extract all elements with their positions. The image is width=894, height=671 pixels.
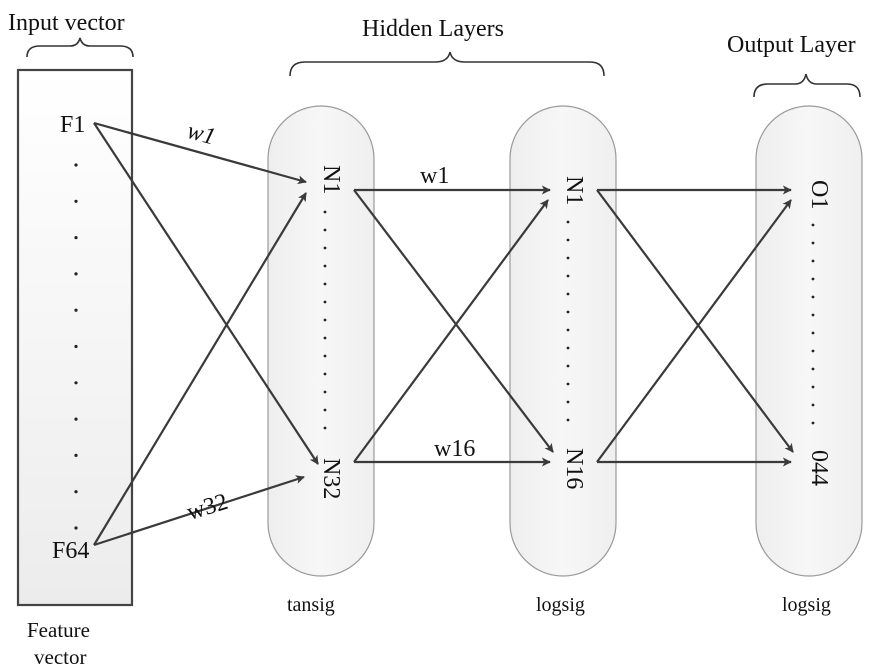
layer1-ellipsis [323, 210, 327, 430]
output-layer [755, 105, 863, 577]
ellipsis-dot [323, 390, 327, 394]
output-ellipsis [811, 223, 815, 425]
ellipsis-dot [566, 220, 570, 224]
ellipsis-dot [323, 408, 327, 412]
ellipsis-dot [323, 426, 327, 430]
layer1-last-neuron: N32 [318, 458, 344, 499]
weight-input-bottom: w32 [184, 489, 231, 526]
ellipsis-dot [323, 264, 327, 268]
arrow-f1-to-n32 [93, 122, 319, 465]
ellipsis-dot [74, 490, 78, 494]
activation-layer1: tansig [287, 594, 335, 616]
ellipsis-dot [323, 336, 327, 340]
activation-output: logsig [782, 594, 831, 616]
ellipsis-dot [74, 272, 78, 276]
ellipsis-dot [811, 349, 815, 353]
activation-layer2: logsig [536, 594, 585, 616]
ellipsis-dot [566, 328, 570, 332]
input-brace [26, 37, 134, 58]
ellipsis-dot [811, 313, 815, 317]
arrow-f64-to-n32 [93, 475, 305, 547]
input-first-label: F1 [60, 112, 85, 138]
ellipsis-dot [323, 354, 327, 358]
ellipsis-dot [74, 199, 78, 203]
output-layer-header: Output Layer [727, 32, 856, 58]
ellipsis-dot [323, 210, 327, 214]
input-ellipsis [74, 163, 78, 530]
ellipsis-dot [323, 228, 327, 232]
ellipsis-dot [811, 259, 815, 263]
weight-input-top: w1 [184, 118, 218, 150]
ellipsis-dot [811, 331, 815, 335]
ellipsis-dot [811, 403, 815, 407]
hidden-layer-1 [267, 105, 375, 577]
arrow-l2n1-to-o44 [596, 189, 794, 453]
output-first-neuron: O1 [806, 180, 832, 209]
ellipsis-dot [566, 274, 570, 278]
output-brace [753, 73, 861, 98]
input-caption-line1: Feature [27, 618, 90, 642]
weight-hidden-bottom: w16 [434, 436, 475, 462]
arrow-l2n16-to-o1 [596, 199, 792, 463]
input-caption-line2: vector [34, 645, 86, 669]
ellipsis-dot [566, 310, 570, 314]
ellipsis-dot [566, 364, 570, 368]
layer2-last-neuron: N16 [561, 448, 587, 489]
ellipsis-dot [811, 277, 815, 281]
ellipsis-dot [811, 421, 815, 425]
ellipsis-dot [74, 236, 78, 240]
ellipsis-dot [566, 382, 570, 386]
input-last-label: F64 [52, 538, 89, 564]
ellipsis-dot [323, 300, 327, 304]
arrow-f64-to-n1 [93, 192, 307, 546]
ellipsis-dot [74, 308, 78, 312]
ellipsis-dot [74, 381, 78, 385]
hidden-layers-header: Hidden Layers [362, 16, 504, 42]
ellipsis-dot [811, 295, 815, 299]
hidden-layer-2 [509, 105, 617, 577]
arrow-f1-to-n1 [93, 121, 307, 185]
ellipsis-dot [74, 163, 78, 167]
ellipsis-dot [74, 417, 78, 421]
ellipsis-dot [566, 256, 570, 260]
ellipsis-dot [811, 241, 815, 245]
ellipsis-dot [323, 246, 327, 250]
ellipsis-dot [811, 223, 815, 227]
ellipsis-dot [74, 526, 78, 530]
ellipsis-dot [74, 344, 78, 349]
ellipsis-dot [566, 238, 570, 242]
arrow-l1n32-to-l2n1 [353, 199, 549, 463]
weight-hidden-top: w1 [420, 163, 449, 189]
ellipsis-dot [323, 318, 327, 322]
hidden-brace [289, 51, 605, 77]
arrow-l1n1-to-l2n16 [353, 189, 554, 453]
ellipsis-dot [566, 400, 570, 404]
ellipsis-dot [566, 292, 570, 296]
layer2-first-neuron: N1 [561, 176, 587, 205]
ellipsis-dot [811, 385, 815, 389]
input-vector-header: Input vector [8, 10, 125, 36]
ellipsis-dot [566, 418, 570, 422]
layer2-ellipsis [566, 220, 570, 422]
ellipsis-dot [566, 346, 570, 350]
output-last-neuron: 044 [806, 450, 832, 486]
ellipsis-dot [811, 367, 815, 371]
ellipsis-dot [323, 372, 327, 376]
layer1-first-neuron: N1 [318, 165, 344, 194]
input-vector-box [16, 68, 134, 607]
ellipsis-dot [323, 282, 327, 286]
ellipsis-dot [74, 453, 78, 457]
